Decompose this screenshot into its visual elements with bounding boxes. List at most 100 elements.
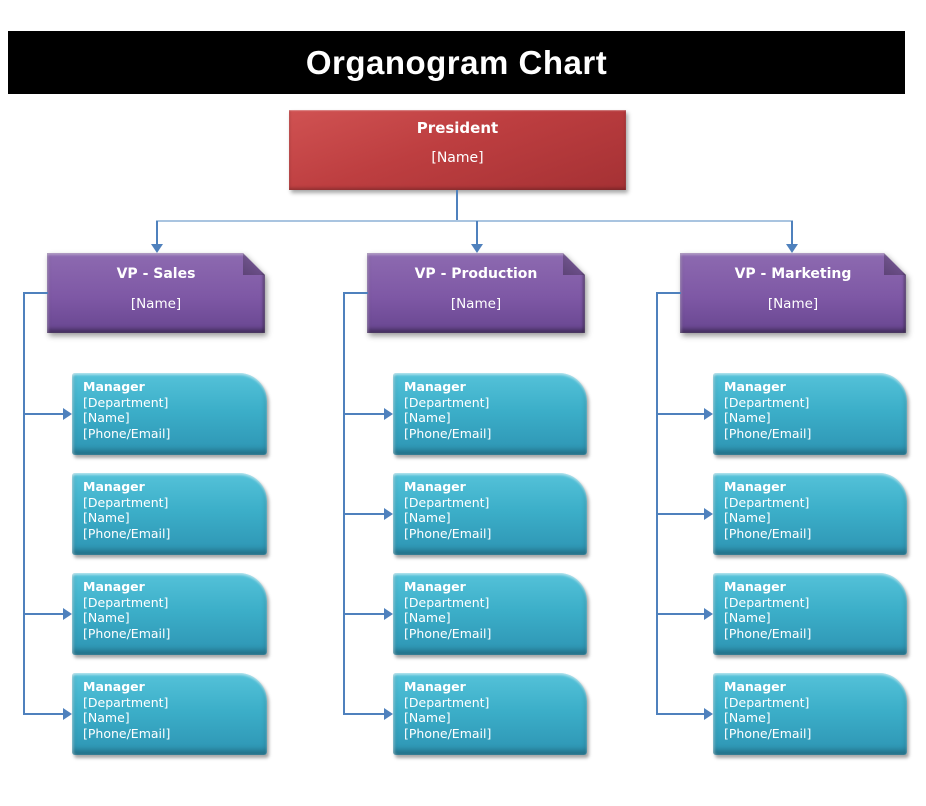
- arrow-right-icon: [704, 608, 713, 620]
- vp-box-production-wrap: VP - Production [Name]: [367, 253, 585, 333]
- manager-box[interactable]: Manager [Department] [Name] [Phone/Email…: [72, 373, 267, 455]
- manager-title: Manager: [83, 379, 145, 394]
- manager-name: [Name]: [83, 510, 130, 525]
- arrow-right-icon: [704, 408, 713, 420]
- manager-title: Manager: [404, 579, 466, 594]
- manager-box[interactable]: Manager [Department] [Name] [Phone/Email…: [393, 473, 587, 555]
- vp-title: VP - Marketing: [734, 266, 852, 282]
- manager-title: Manager: [724, 579, 786, 594]
- manager-box[interactable]: Manager [Department] [Name] [Phone/Email…: [72, 573, 267, 655]
- vp-box-marketing[interactable]: VP - Marketing [Name]: [680, 253, 906, 333]
- connector-manager-arrow-line: [658, 713, 704, 715]
- manager-name: [Name]: [83, 410, 130, 425]
- manager-name: [Name]: [404, 510, 451, 525]
- connector-column-line-marketing: [656, 292, 658, 715]
- arrow-right-icon: [704, 708, 713, 720]
- manager-title: Manager: [83, 679, 145, 694]
- connector-horizontal: [156, 220, 793, 222]
- page-title: Organogram Chart: [305, 43, 608, 81]
- manager-name: [Name]: [404, 410, 451, 425]
- vp-box-sales-wrap: VP - Sales [Name]: [47, 253, 265, 333]
- arrow-right-icon: [63, 408, 72, 420]
- manager-name: [Name]: [724, 710, 771, 725]
- manager-department: [Department]: [83, 494, 169, 510]
- manager-contact: [Phone/Email]: [724, 725, 812, 741]
- manager-box[interactable]: Manager [Department] [Name] [Phone/Email…: [393, 373, 587, 455]
- connector-manager-arrow-line: [345, 413, 384, 415]
- arrow-right-icon: [63, 708, 72, 720]
- manager-name: [Name]: [404, 710, 451, 725]
- manager-department: [Department]: [83, 394, 169, 410]
- manager-title: Manager: [404, 379, 466, 394]
- manager-department: [Department]: [724, 694, 810, 710]
- title-banner: Organogram Chart: [8, 31, 905, 94]
- president-title: President: [416, 119, 499, 137]
- connector-manager-arrow-line: [658, 513, 704, 515]
- arrow-down-icon: [786, 244, 798, 253]
- connector-stub-sales: [23, 292, 48, 294]
- manager-department: [Department]: [724, 394, 810, 410]
- connector-manager-arrow-line: [345, 713, 384, 715]
- manager-box[interactable]: Manager [Department] [Name] [Phone/Email…: [713, 473, 907, 555]
- manager-name: [Name]: [724, 410, 771, 425]
- manager-contact: [Phone/Email]: [404, 525, 492, 541]
- manager-contact: [Phone/Email]: [404, 725, 492, 741]
- manager-department: [Department]: [724, 494, 810, 510]
- manager-title: Manager: [404, 679, 466, 694]
- manager-box[interactable]: Manager [Department] [Name] [Phone/Email…: [393, 673, 587, 755]
- vp-box-marketing-wrap: VP - Marketing [Name]: [680, 253, 906, 333]
- manager-box[interactable]: Manager [Department] [Name] [Phone/Email…: [713, 373, 907, 455]
- manager-box[interactable]: Manager [Department] [Name] [Phone/Email…: [713, 673, 907, 755]
- vp-box-sales[interactable]: VP - Sales [Name]: [47, 253, 265, 333]
- manager-title: Manager: [404, 479, 466, 494]
- connector-manager-arrow-line: [658, 413, 704, 415]
- connector-column-line-sales: [23, 292, 25, 715]
- president-name: [Name]: [431, 150, 484, 166]
- manager-contact: [Phone/Email]: [724, 625, 812, 641]
- connector-manager-arrow-line: [25, 613, 63, 615]
- connector-stub-production: [343, 292, 368, 294]
- manager-name: [Name]: [724, 510, 771, 525]
- manager-contact: [Phone/Email]: [404, 425, 492, 441]
- vp-title: VP - Production: [414, 266, 538, 282]
- arrow-right-icon: [63, 608, 72, 620]
- connector-vp-drop-marketing: [791, 221, 793, 244]
- connector-column-line-production: [343, 292, 345, 715]
- connector-manager-arrow-line: [25, 713, 63, 715]
- manager-contact: [Phone/Email]: [83, 425, 171, 441]
- manager-contact: [Phone/Email]: [724, 425, 812, 441]
- connector-vp-drop-sales: [156, 221, 158, 244]
- arrow-right-icon: [384, 708, 393, 720]
- manager-department: [Department]: [404, 394, 490, 410]
- manager-box[interactable]: Manager [Department] [Name] [Phone/Email…: [72, 673, 267, 755]
- manager-box[interactable]: Manager [Department] [Name] [Phone/Email…: [72, 473, 267, 555]
- arrow-down-icon: [151, 244, 163, 253]
- manager-title: Manager: [83, 479, 145, 494]
- manager-name: [Name]: [83, 710, 130, 725]
- manager-name: [Name]: [404, 610, 451, 625]
- manager-box[interactable]: Manager [Department] [Name] [Phone/Email…: [393, 573, 587, 655]
- manager-title: Manager: [724, 379, 786, 394]
- arrow-right-icon: [704, 508, 713, 520]
- vp-name: [Name]: [130, 296, 182, 312]
- connector-manager-arrow-line: [25, 413, 63, 415]
- manager-department: [Department]: [404, 694, 490, 710]
- manager-box[interactable]: Manager [Department] [Name] [Phone/Email…: [713, 573, 907, 655]
- manager-contact: [Phone/Email]: [83, 525, 171, 541]
- manager-contact: [Phone/Email]: [404, 625, 492, 641]
- arrow-right-icon: [384, 408, 393, 420]
- arrow-down-icon: [471, 244, 483, 253]
- manager-title: Manager: [724, 479, 786, 494]
- vp-box-production[interactable]: VP - Production [Name]: [367, 253, 585, 333]
- manager-contact: [Phone/Email]: [724, 525, 812, 541]
- connector-manager-arrow-line: [345, 513, 384, 515]
- connector-manager-arrow-line: [345, 613, 384, 615]
- vp-name: [Name]: [767, 296, 819, 312]
- manager-department: [Department]: [83, 694, 169, 710]
- connector-manager-arrow-line: [658, 613, 704, 615]
- manager-title: Manager: [724, 679, 786, 694]
- president-box[interactable]: President [Name]: [289, 110, 626, 190]
- manager-department: [Department]: [404, 494, 490, 510]
- manager-title: Manager: [83, 579, 145, 594]
